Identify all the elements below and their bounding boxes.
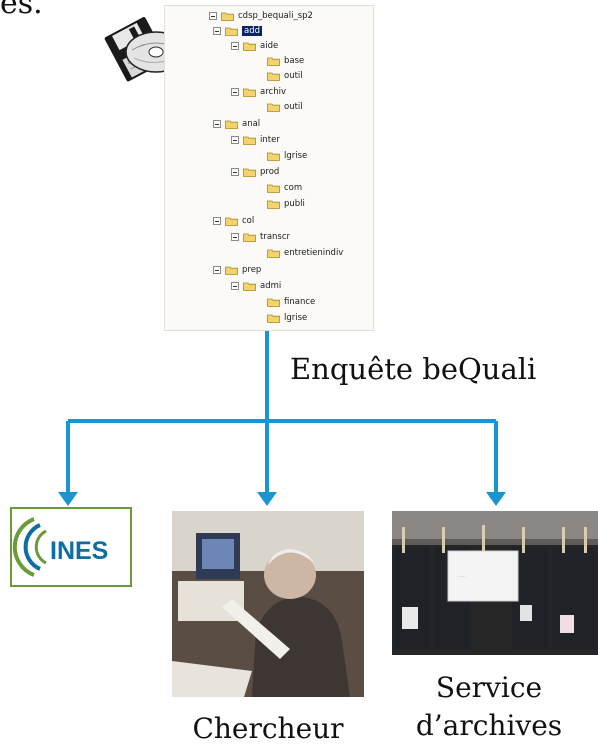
tree-item-label: prod <box>260 167 280 177</box>
tree-item[interactable]: base <box>267 55 304 67</box>
tree-item[interactable]: cdsp_bequali_sp2 <box>209 10 313 22</box>
folder-icon <box>225 217 238 226</box>
folder-icon <box>243 136 256 145</box>
tree-item-label: aide <box>260 41 279 51</box>
tree-item[interactable]: inter <box>231 134 280 146</box>
collapse-toggle-icon[interactable] <box>231 42 239 50</box>
tree-item[interactable]: outil <box>267 101 303 113</box>
collapse-toggle-icon[interactable] <box>231 88 239 96</box>
collapse-toggle-icon[interactable] <box>231 233 239 241</box>
folder-icon <box>267 57 280 66</box>
folder-tree: cdsp_bequali_sp2 add aide base outil arc… <box>164 5 374 331</box>
title-fragment: es. <box>0 0 43 21</box>
tree-item-label: anal <box>242 119 261 129</box>
collapse-toggle-icon[interactable] <box>231 136 239 144</box>
tree-item-label: archiv <box>260 87 286 97</box>
tree-item-label: lgrise <box>284 151 308 161</box>
tree-item[interactable]: lgrise <box>267 150 307 162</box>
target-label-service-archives: Service d’archives <box>380 669 598 745</box>
folder-icon <box>243 168 256 177</box>
folder-icon <box>225 27 238 36</box>
tree-item-label: prep <box>242 265 262 275</box>
tree-item-label: outil <box>284 102 303 112</box>
tree-item[interactable]: com <box>267 182 302 194</box>
tree-item[interactable]: col <box>213 215 254 227</box>
arrowhead-chercheur <box>257 492 277 506</box>
folder-icon <box>243 282 256 291</box>
tree-item[interactable]: aide <box>231 40 278 52</box>
tree-item-label: admi <box>260 281 282 291</box>
folder-icon <box>243 42 256 51</box>
folder-icon <box>267 298 280 307</box>
collapse-toggle-icon[interactable] <box>231 168 239 176</box>
target-label-service-line2: d’archives <box>415 709 563 742</box>
target-label-chercheur: Chercheur <box>192 712 344 745</box>
arrowhead-archives <box>486 492 506 506</box>
tree-item-label: inter <box>260 135 280 145</box>
tree-item-label: transcr <box>260 232 291 242</box>
tree-item[interactable]: add <box>213 25 262 37</box>
collapse-toggle-icon[interactable] <box>213 266 221 274</box>
folder-icon <box>221 12 234 21</box>
tree-item[interactable]: archiv <box>231 86 286 98</box>
collapse-toggle-icon[interactable] <box>213 120 221 128</box>
folder-icon <box>267 314 280 323</box>
tree-item[interactable]: lgrise <box>267 312 307 324</box>
tree-item-label: add <box>242 26 262 36</box>
tree-item[interactable]: anal <box>213 118 260 130</box>
tree-item[interactable]: prep <box>213 264 261 276</box>
tree-item-label: base <box>284 56 305 66</box>
folder-icon <box>267 184 280 193</box>
folder-icon <box>267 72 280 81</box>
archive-sign-text: ...... <box>458 573 466 578</box>
folder-icon <box>243 233 256 242</box>
tree-item-label: com <box>284 183 303 193</box>
tree-item-label: finance <box>284 297 316 307</box>
tree-item-label: col <box>242 216 255 226</box>
collapse-toggle-icon[interactable] <box>231 282 239 290</box>
tree-item[interactable]: outil <box>267 70 303 82</box>
ines-logo: INES <box>10 507 132 587</box>
tree-item-label: entretienindiv <box>284 248 344 258</box>
tree-item-label: publi <box>284 199 305 209</box>
tree-item[interactable]: prod <box>231 166 279 178</box>
tree-item-label: lgrise <box>284 313 308 323</box>
folder-icon <box>225 266 238 275</box>
ines-logo-text: INES <box>50 537 108 565</box>
target-label-service-line1: Service <box>435 671 543 704</box>
collapse-toggle-icon[interactable] <box>209 12 217 20</box>
folder-icon <box>267 200 280 209</box>
tree-item[interactable]: admi <box>231 280 281 292</box>
tree-item[interactable]: publi <box>267 198 305 210</box>
folder-icon <box>243 88 256 97</box>
tree-item[interactable]: finance <box>267 296 315 308</box>
source-caption: Enquête beQuali <box>290 352 537 386</box>
ines-logo-mark: INES <box>12 517 108 577</box>
folder-icon <box>225 120 238 129</box>
collapse-toggle-icon[interactable] <box>213 217 221 225</box>
tree-item-label: cdsp_bequali_sp2 <box>238 11 313 21</box>
folder-icon <box>267 152 280 161</box>
archive-shelves-photo: ...... <box>392 511 598 655</box>
tree-item-label: outil <box>284 71 303 81</box>
collapse-toggle-icon[interactable] <box>213 27 221 35</box>
researcher-photo <box>172 511 364 697</box>
folder-icon <box>267 103 280 112</box>
tree-item[interactable]: entretienindiv <box>267 247 343 259</box>
tree-item[interactable]: transcr <box>231 231 290 243</box>
folder-icon <box>267 249 280 258</box>
arrowhead-ines <box>58 492 78 506</box>
